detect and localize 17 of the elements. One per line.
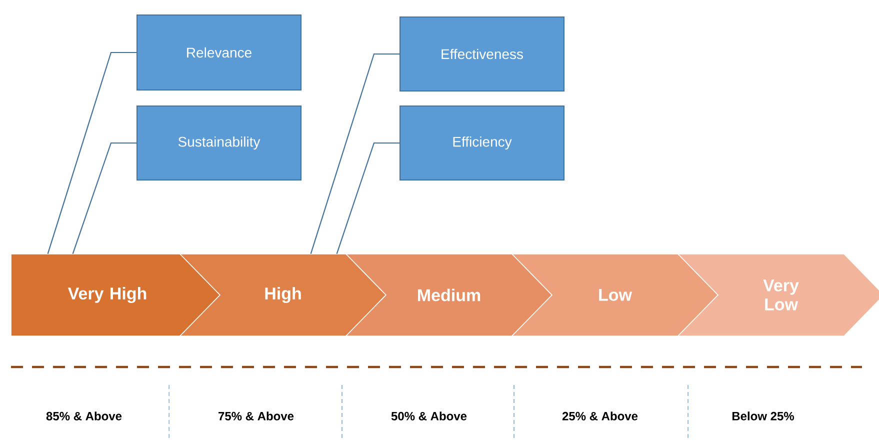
threshold-label: Below 25% [732,412,794,420]
leader-line [47,52,136,254]
leader-line [336,142,400,254]
threshold-label: 25% & Above [562,412,638,420]
threshold-label: 50% & Above [391,412,467,420]
stage-band: High [179,254,387,336]
category-box: Relevance [136,14,302,90]
stage-band: Low [511,254,719,336]
leader-line [310,53,400,254]
stage-band: Medium [345,254,553,336]
threshold-label: 85% & Above [46,412,122,420]
threshold-label: 75% & Above [218,412,294,420]
category-box: Sustainability [136,106,302,180]
category-box: Effectiveness [400,16,564,92]
stage-band: Very Low [677,254,879,336]
leader-line [72,142,136,254]
category-box: Efficiency [400,106,564,180]
